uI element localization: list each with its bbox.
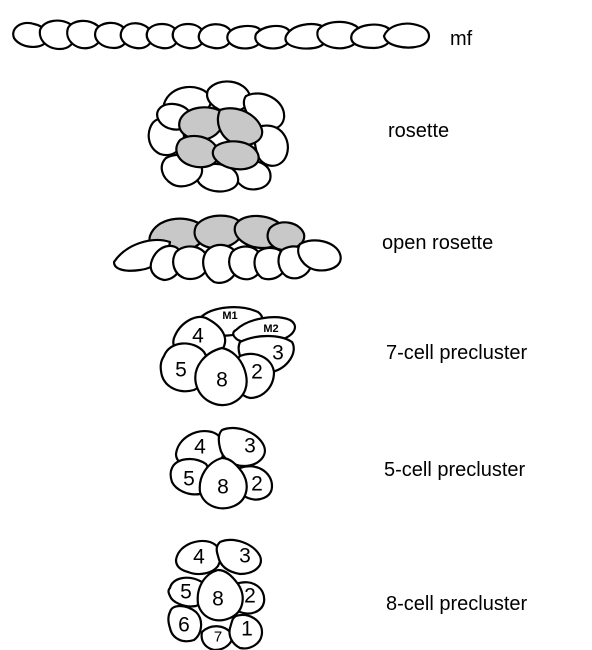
cell-label-m1: M1 — [222, 310, 237, 322]
cell-label-r3: 3 — [244, 435, 256, 458]
open-rosette-cluster — [114, 216, 341, 283]
cell-label-r5: 5 — [183, 468, 195, 491]
cell-label-r5: 5 — [175, 359, 187, 382]
stage-label-5-cell: 5-cell precluster — [384, 459, 526, 481]
rosette-cluster — [149, 81, 288, 191]
cell-label-r4: 4 — [192, 325, 204, 348]
stage-label-rosette: rosette — [388, 120, 449, 142]
stage-label-open-rosette: open rosette — [382, 232, 493, 254]
cell-label-r8: 8 — [212, 588, 224, 611]
cell-label-r8: 8 — [217, 476, 229, 499]
cell-label-r4: 4 — [194, 436, 206, 459]
mf-cell-row — [13, 21, 429, 49]
cell-label-r2: 2 — [244, 585, 256, 608]
stage-label-mf: mf — [450, 28, 473, 50]
stage-label-7-cell: 7-cell precluster — [386, 342, 528, 364]
cell-label-r1: 1 — [241, 618, 253, 641]
cell-label-r5: 5 — [180, 581, 192, 604]
cell-label-m2: M2 — [263, 323, 278, 335]
cell-label-r7: 7 — [214, 629, 222, 646]
cell-label-r3: 3 — [239, 545, 251, 568]
mf-cell — [384, 24, 429, 48]
cell-label-r2: 2 — [251, 361, 263, 384]
rosette-founder-cell — [179, 107, 224, 140]
cell-label-r6: 6 — [178, 614, 190, 637]
stage-label-8-cell: 8-cell precluster — [386, 593, 528, 615]
cell-label-r3: 3 — [272, 342, 284, 365]
cell-label-r4: 4 — [193, 546, 205, 569]
cell-label-r2: 2 — [251, 473, 263, 496]
cell-label-r8: 8 — [216, 369, 228, 392]
